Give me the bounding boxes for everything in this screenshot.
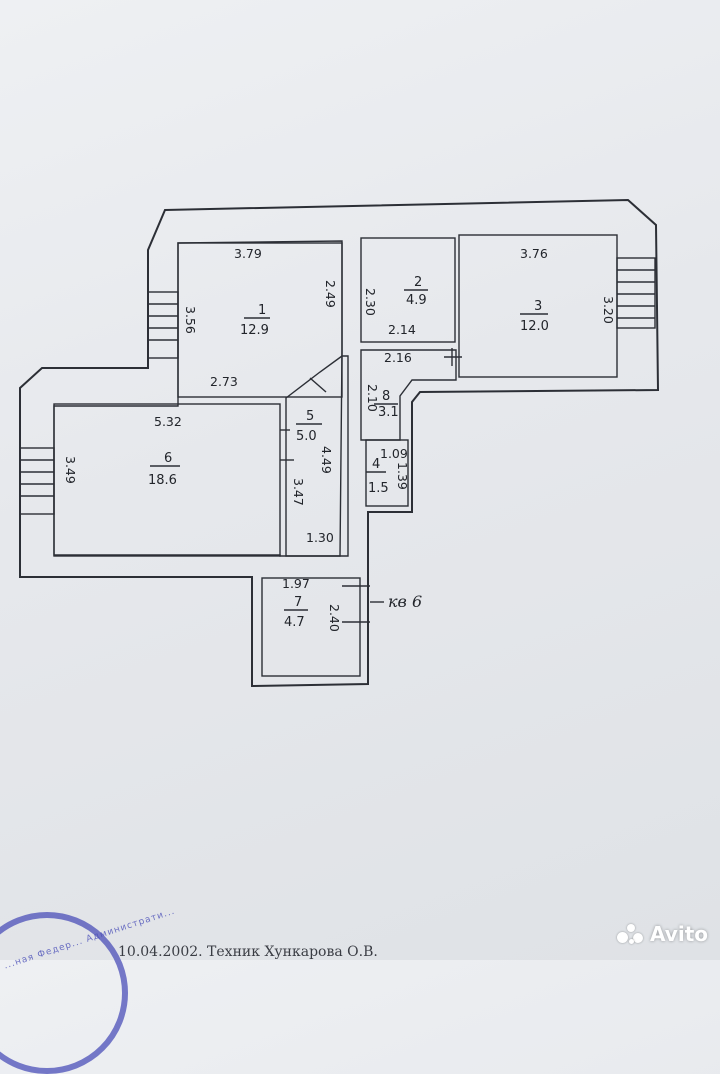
dim-r1-left: 3.56: [183, 306, 198, 334]
avito-watermark: Avito: [617, 922, 708, 946]
room-7-area: 4.7: [284, 615, 305, 630]
outer-wall: [19, 198, 660, 688]
footer-signature: 10.04.2002. Техник Хункарова О.В.: [118, 944, 378, 960]
dim-r7-right: 2.40: [327, 604, 342, 632]
dim-r2-left: 2.30: [363, 288, 378, 316]
dim-r5-bottom: 1.30: [306, 530, 334, 545]
avito-watermark-text: Avito: [650, 922, 708, 946]
window-room-1: [147, 291, 179, 359]
window-room-3: [616, 257, 656, 329]
window-room-6: [19, 447, 55, 515]
dim-r5-right: 4.49: [319, 446, 334, 474]
dim-r3-right: 3.20: [601, 296, 616, 324]
room-2-outline: [360, 237, 456, 343]
apartment-label: кв 6: [388, 592, 422, 611]
dim-r5-left: 3.47: [291, 478, 306, 506]
room-6-number: 6: [164, 451, 172, 466]
dim-r3-top: 3.76: [520, 246, 548, 261]
dim-r1-right: 2.49: [323, 280, 338, 308]
room-2-number: 2: [414, 275, 422, 290]
room-3-number: 3: [534, 299, 542, 314]
inner-wall: [53, 240, 343, 557]
room-4-outline: [365, 439, 409, 507]
dim-r6-left: 3.49: [63, 456, 78, 484]
dim-r4-top: 1.09: [380, 446, 408, 461]
room-6-area: 18.6: [148, 473, 177, 488]
room-8-area: 3.1: [378, 405, 399, 420]
floor-plan: 1 12.9 2 4.9 3 12.0 4 1.5 5 5.0 6 18.6 7…: [19, 198, 660, 688]
room-5-number: 5: [306, 409, 314, 424]
room-4-number: 4: [372, 457, 380, 472]
room-7-outline: [261, 577, 361, 677]
dim-r2-below: 2.16: [384, 350, 412, 365]
room-2-area: 4.9: [406, 293, 427, 308]
dim-r2-bottom: 2.14: [388, 322, 416, 337]
room-8-number: 8: [382, 389, 390, 404]
dim-r6-top: 5.32: [154, 414, 182, 429]
room-1-area: 12.9: [240, 323, 269, 338]
dim-r1-bottom: 2.73: [210, 374, 238, 389]
room-3-area: 12.0: [520, 319, 549, 334]
dim-r1-top: 3.79: [234, 246, 262, 261]
avito-logo-icon: [617, 924, 645, 944]
room-1-number: 1: [258, 303, 266, 318]
door-marks: [280, 348, 462, 623]
room-5-area: 5.0: [296, 429, 317, 444]
room-5-outline: [285, 355, 349, 557]
room-7-number: 7: [294, 595, 302, 610]
room-4-area: 1.5: [368, 481, 389, 496]
dim-r4-right: 1.39: [395, 462, 410, 490]
dim-r8-left: 2.10: [365, 384, 380, 412]
dim-r7-top: 1.97: [282, 576, 310, 591]
